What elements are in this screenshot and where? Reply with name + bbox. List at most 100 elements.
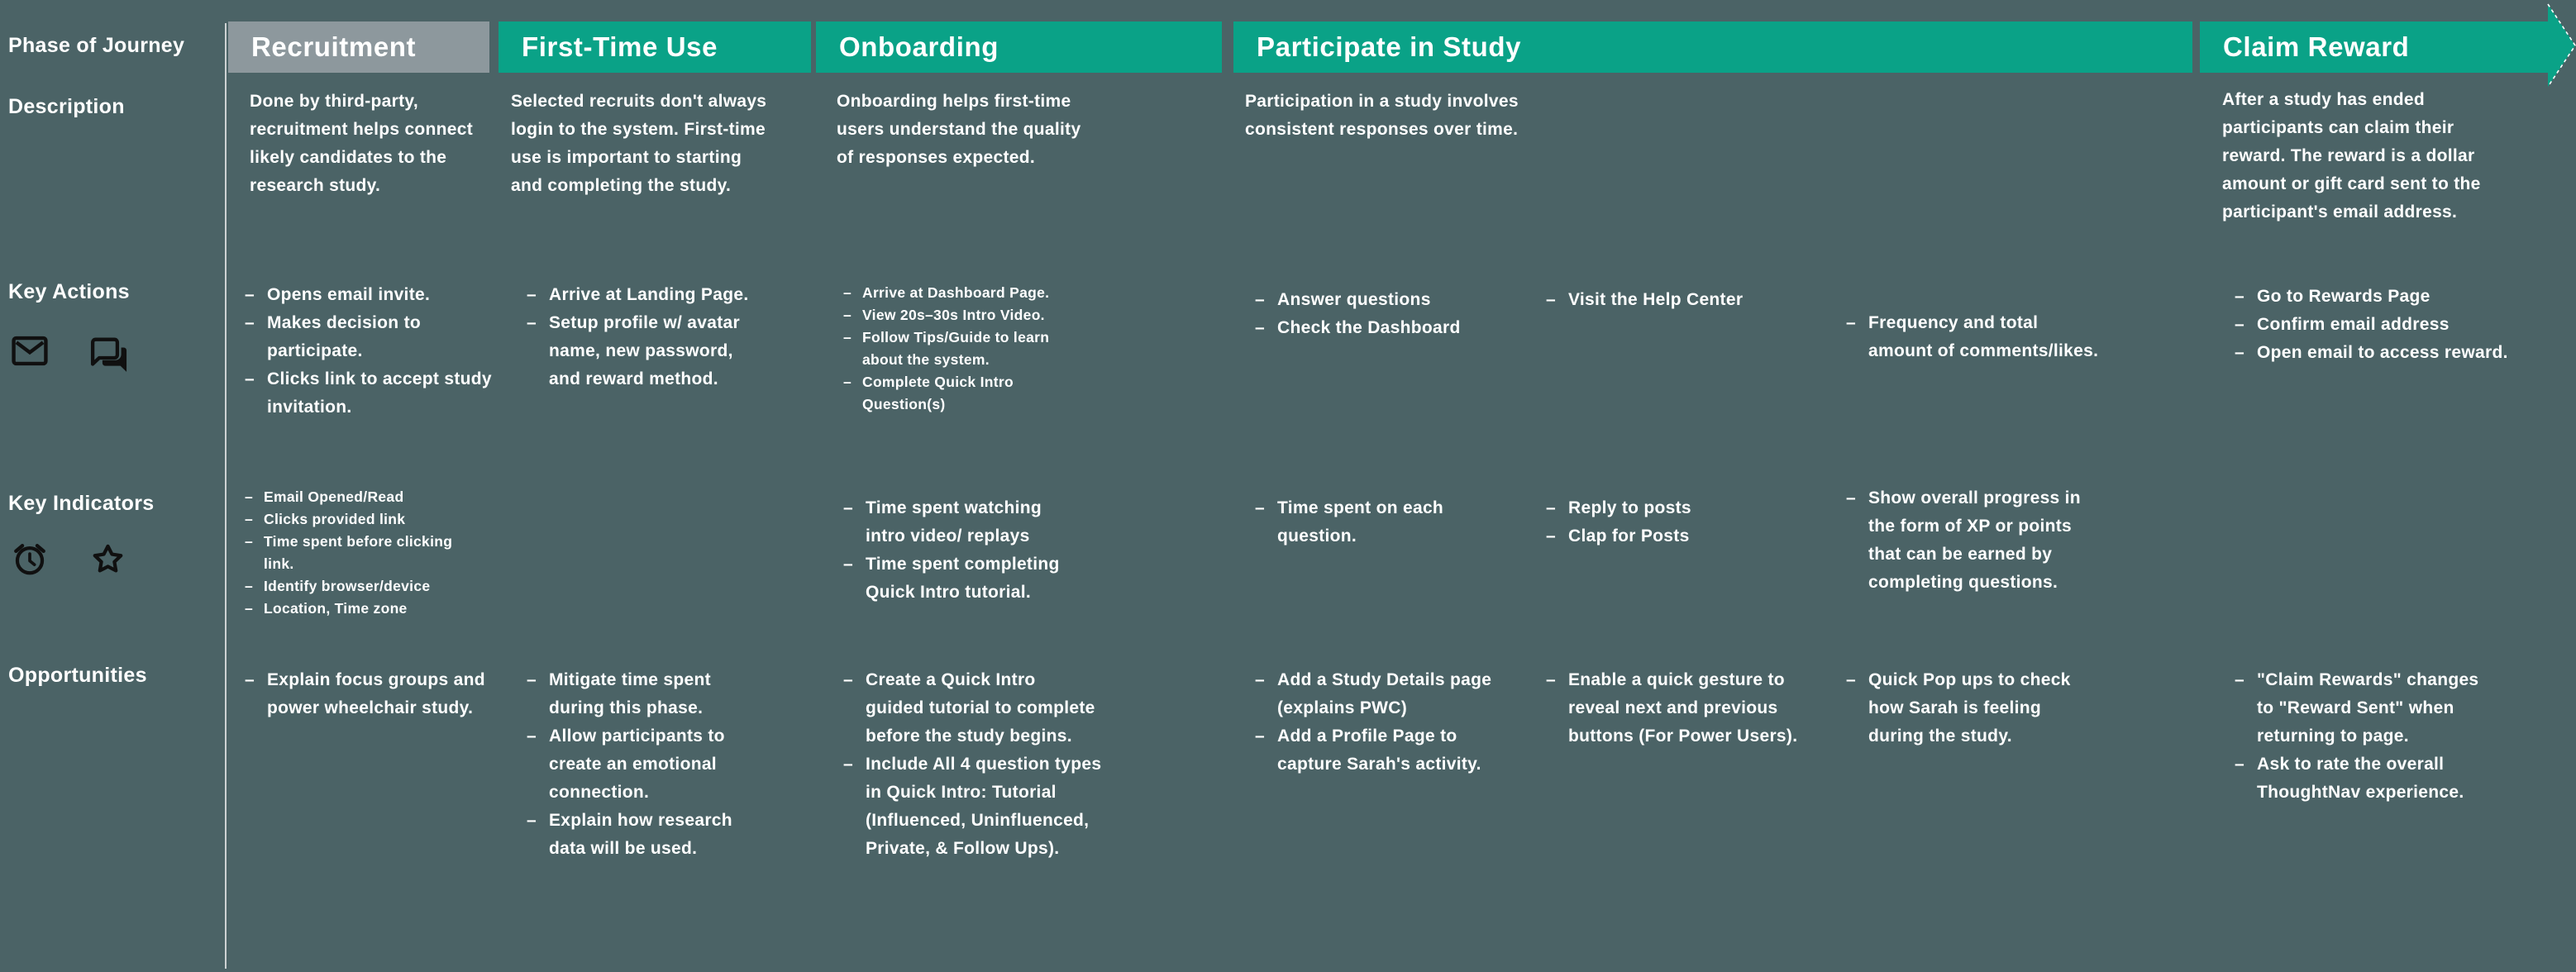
- description-claim-reward: After a study has ended participants can…: [2222, 90, 2481, 222]
- list-item: –Complete Quick Intro Question(s): [843, 371, 1049, 416]
- bullet-dash: –: [843, 555, 853, 574]
- list-item: –Add a Study Details page (explains PWC): [1255, 666, 1491, 722]
- list-item: –Show overall progress in the form of XP…: [1846, 484, 2081, 597]
- list-item: –Visit the Help Center: [1546, 286, 1743, 314]
- description-onboarding: Onboarding helps first-time users unders…: [837, 92, 1081, 167]
- list-item-text: Time spent watching intro video/ replays: [866, 498, 1042, 546]
- list-item-text: Email Opened/Read: [264, 488, 404, 505]
- list-item-text: Visit the Help Center: [1568, 290, 1744, 309]
- list-item-text: Follow Tips/Guide to learn about the sys…: [862, 329, 1050, 368]
- bullet-dash: –: [843, 284, 852, 301]
- list-item-text: Confirm email address: [2257, 315, 2450, 334]
- description-first-time-use: Selected recruits don't always login to …: [511, 92, 767, 195]
- list-item-text: Mitigate time spent during this phase.: [549, 670, 711, 717]
- list-item: –Location, Time zone: [245, 598, 452, 620]
- list-item-text: View 20s–30s Intro Video.: [862, 307, 1045, 323]
- email-icon: [12, 336, 48, 366]
- bullet-dash: –: [1255, 670, 1265, 689]
- list-item: –Go to Rewards Page: [2235, 283, 2508, 311]
- list-item: –Open email to access reward.: [2235, 339, 2508, 367]
- list-item-text: "Claim Rewards" changes to "Reward Sent"…: [2257, 670, 2479, 746]
- list-item-text: Frequency and total amount of comments/l…: [1868, 313, 2099, 360]
- list-item-text: Allow participants to create an emotiona…: [549, 727, 725, 802]
- key-actions-participate-sub2: –Visit the Help Center: [1546, 286, 1743, 314]
- list-item-text: Clicks link to accept study invitation.: [267, 369, 492, 417]
- bullet-dash: –: [527, 727, 537, 746]
- key-indicators-onboarding: –Time spent watching intro video/ replay…: [843, 494, 1060, 607]
- list-item-text: Opens email invite.: [267, 285, 431, 304]
- list-item: –Answer questions: [1255, 286, 1461, 314]
- phase-header-claim-reward[interactable]: Claim Reward: [2200, 21, 2548, 73]
- bullet-dash: –: [843, 755, 853, 774]
- list-item-text: Reply to posts: [1568, 498, 1691, 517]
- list-item: –Include All 4 question types in Quick I…: [843, 750, 1101, 863]
- list-item-text: Create a Quick Intro guided tutorial to …: [866, 670, 1095, 746]
- key-indicators-participate-sub1: –Time spent on each question.: [1255, 494, 1443, 550]
- list-item: –"Claim Rewards" changes to "Reward Sent…: [2235, 666, 2478, 750]
- bullet-dash: –: [1255, 498, 1265, 517]
- list-item: –Time spent watching intro video/ replay…: [843, 494, 1060, 550]
- bullet-dash: –: [527, 670, 537, 689]
- opportunities-first-time-use: –Mitigate time spent during this phase.–…: [527, 666, 732, 863]
- bullet-dash: –: [2235, 343, 2244, 362]
- key-actions-onboarding: –Arrive at Dashboard Page.–View 20s–30s …: [843, 282, 1049, 416]
- opportunities-participate-sub2: –Enable a quick gesture to reveal next a…: [1546, 666, 1797, 750]
- phase-header-first-time-use[interactable]: First-Time Use: [499, 21, 811, 73]
- key-actions-participate-sub1: –Answer questions–Check the Dashboard: [1255, 286, 1461, 342]
- list-item: –Confirm email address: [2235, 311, 2508, 339]
- list-item: –Arrive at Dashboard Page.: [843, 282, 1049, 304]
- bullet-dash: –: [1846, 313, 1856, 332]
- list-item: –Clicks link to accept study invitation.: [245, 365, 492, 422]
- phase-header-recruitment[interactable]: Recruitment: [228, 21, 489, 73]
- opportunities-claim-reward: –"Claim Rewards" changes to "Reward Sent…: [2235, 666, 2478, 807]
- list-item-text: Add a Profile Page to capture Sarah's ac…: [1277, 727, 1481, 774]
- chat-bubbles-icon: [90, 337, 127, 372]
- opportunities-participate-sub1: –Add a Study Details page (explains PWC)…: [1255, 666, 1491, 779]
- list-item-text: Clicks provided link: [264, 511, 406, 527]
- bullet-dash: –: [527, 811, 537, 830]
- bullet-dash: –: [1546, 526, 1556, 546]
- list-item: –Mitigate time spent during this phase.: [527, 666, 732, 722]
- list-item-text: Arrive at Dashboard Page.: [862, 284, 1050, 301]
- list-item: –Quick Pop ups to check how Sarah is fee…: [1846, 666, 2071, 750]
- list-item: –Time spent completing Quick Intro tutor…: [843, 550, 1060, 607]
- list-item: –Setup profile w/ avatar name, new passw…: [527, 309, 748, 393]
- key-actions-claim-reward: –Go to Rewards Page–Confirm email addres…: [2235, 283, 2508, 367]
- bullet-dash: –: [843, 670, 853, 689]
- description-participate-in-study: Participation in a study involves consis…: [1245, 92, 1519, 139]
- list-item: –Add a Profile Page to capture Sarah's a…: [1255, 722, 1491, 779]
- phase-header-onboarding[interactable]: Onboarding: [816, 21, 1222, 73]
- list-item-text: Time spent on each question.: [1277, 498, 1444, 546]
- list-item: –Opens email invite.: [245, 281, 492, 309]
- bullet-dash: –: [1546, 498, 1556, 517]
- bullet-dash: –: [1255, 290, 1265, 309]
- vertical-divider: [225, 23, 227, 969]
- list-item: –Explain how research data will be used.: [527, 807, 732, 863]
- list-item: –Arrive at Landing Page.: [527, 281, 748, 309]
- list-item: –Follow Tips/Guide to learn about the sy…: [843, 326, 1049, 371]
- journey-arrowhead-icon[interactable]: [2547, 2, 2576, 93]
- row-label-key-actions: Key Actions: [8, 280, 130, 303]
- list-item-text: Location, Time zone: [264, 600, 408, 617]
- list-item: –Reply to posts: [1546, 494, 1691, 522]
- bullet-dash: –: [843, 498, 853, 517]
- list-item-text: Show overall progress in the form of XP …: [1868, 488, 2081, 592]
- bullet-dash: –: [1255, 727, 1265, 746]
- phase-header-participate-in-study[interactable]: Participate in Study: [1233, 21, 2192, 73]
- bullet-dash: –: [245, 369, 255, 388]
- bullet-dash: –: [245, 578, 254, 594]
- bullet-dash: –: [1546, 290, 1556, 309]
- row-label-opportunities: Opportunities: [8, 664, 147, 687]
- bullet-dash: –: [1255, 318, 1265, 337]
- list-item: –Frequency and total amount of comments/…: [1846, 309, 2098, 365]
- bullet-dash: –: [1546, 670, 1556, 689]
- list-item-text: Include All 4 question types in Quick In…: [866, 755, 1102, 858]
- list-item-text: Makes decision to participate.: [267, 313, 421, 360]
- list-item-text: Add a Study Details page (explains PWC): [1277, 670, 1492, 717]
- key-actions-first-time-use: –Arrive at Landing Page.–Setup profile w…: [527, 281, 748, 393]
- bullet-dash: –: [527, 313, 537, 332]
- opportunities-onboarding: –Create a Quick Intro guided tutorial to…: [843, 666, 1101, 863]
- list-item: –Check the Dashboard: [1255, 314, 1461, 342]
- row-label-phase-of-journey: Phase of Journey: [8, 34, 185, 57]
- key-actions-recruitment: –Opens email invite. –Makes decision to p…: [245, 281, 492, 422]
